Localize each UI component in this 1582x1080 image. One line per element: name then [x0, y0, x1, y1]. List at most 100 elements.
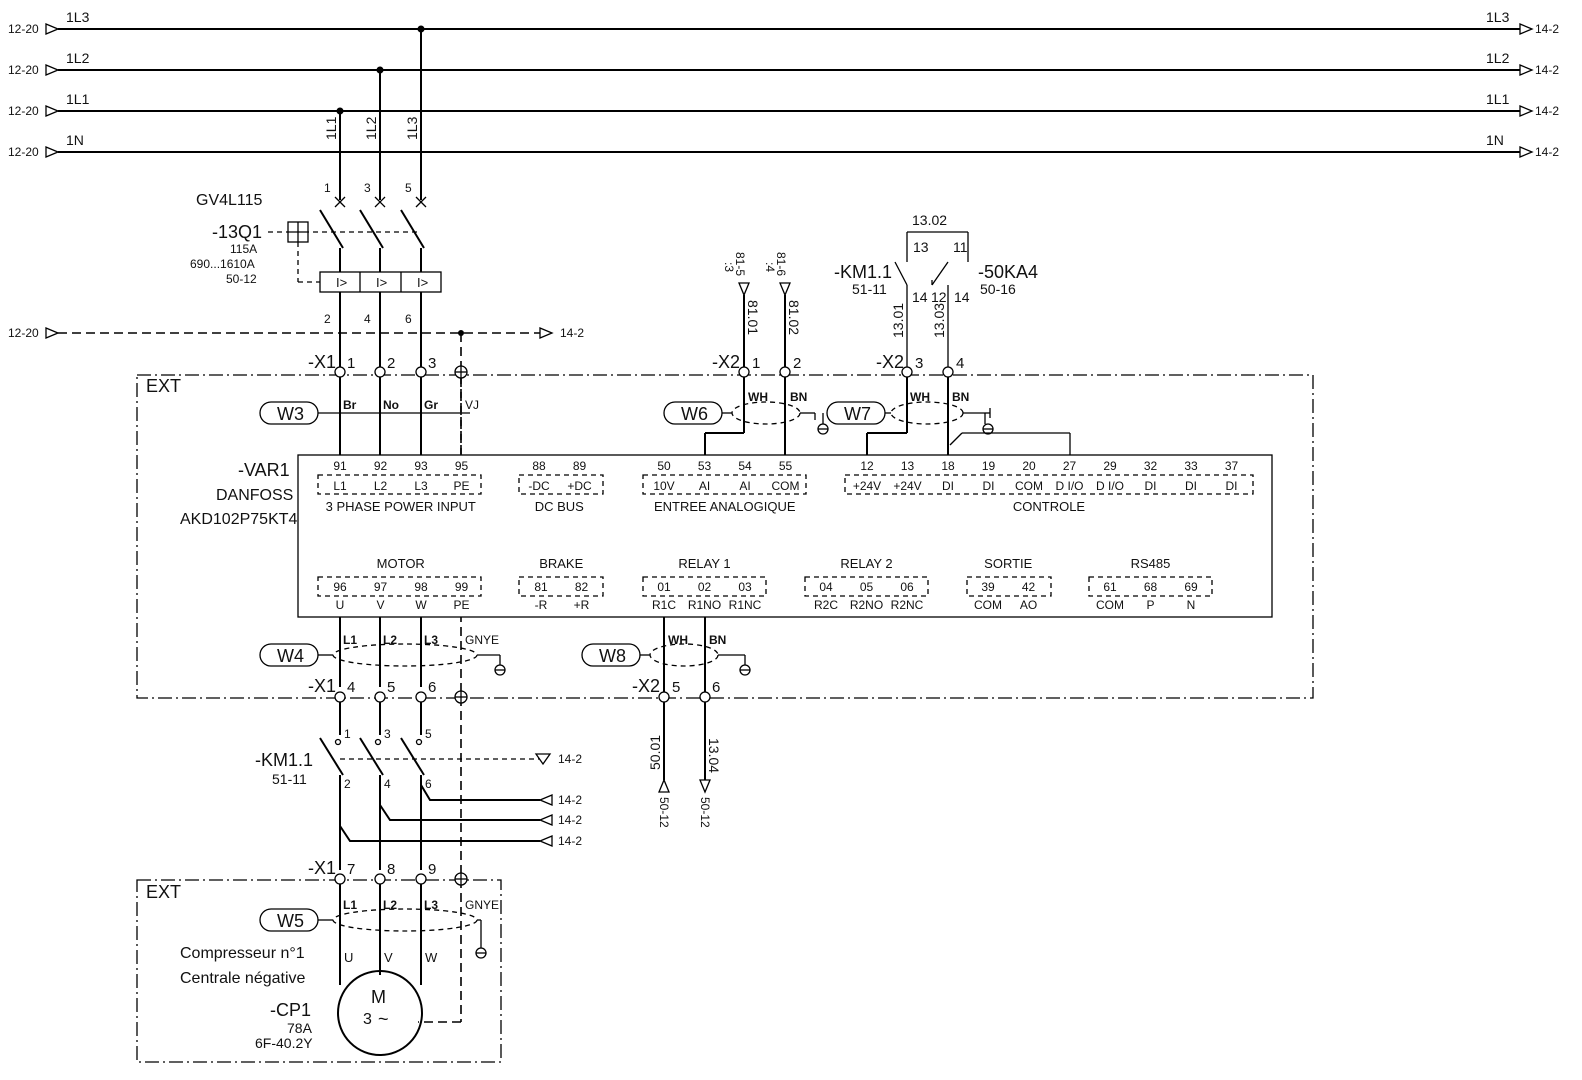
busbar-1L2: 12-20 1L2 1L2 14-2 — [8, 50, 1559, 77]
svg-text:1L1: 1L1 — [66, 91, 90, 107]
vfd-terminal-number: 99 — [455, 580, 469, 594]
svg-text:L1: L1 — [343, 898, 357, 912]
vfd-terminal-number: 33 — [1184, 459, 1198, 473]
svg-text:2: 2 — [344, 777, 351, 791]
vfd-terminal-number: 96 — [333, 580, 347, 594]
vfd-terminal-name: +DC — [567, 479, 592, 493]
vfd-terminal-number: 68 — [1144, 580, 1158, 594]
vfd-terminal-number: 02 — [698, 580, 712, 594]
control-contacts: 13.02 13 11 -KM1.1 51-11 -50KA4 50-16 14… — [834, 212, 1071, 455]
svg-text:6: 6 — [425, 777, 432, 791]
svg-text:U: U — [344, 950, 353, 965]
terminal-strip-x1-top: -X1 1 2 3 — [308, 352, 468, 455]
svg-text:-KM1.1: -KM1.1 — [255, 750, 313, 770]
vfd-group-label: 3 PHASE POWER INPUT — [326, 499, 476, 514]
vfd-terminal-number: 12 — [860, 459, 874, 473]
vfd-terminal-number: 19 — [982, 459, 996, 473]
vfd-terminal-name: L1 — [333, 479, 347, 493]
vfd-terminal-name: D I/O — [1055, 479, 1083, 493]
svg-text:4: 4 — [956, 355, 964, 372]
svg-text:13.01: 13.01 — [890, 303, 906, 338]
svg-text:1: 1 — [347, 355, 355, 372]
svg-text:12-20: 12-20 — [8, 22, 39, 36]
analog-input-wiring: 81-5 :3 81-6 :4 81.01 81.02 -X2 1 2 — [704, 252, 802, 455]
svg-text:WH: WH — [668, 633, 688, 647]
svg-text:5: 5 — [405, 181, 412, 195]
svg-text::4: :4 — [763, 262, 777, 272]
svg-text:3: 3 — [428, 355, 436, 372]
svg-text:1: 1 — [324, 181, 331, 195]
vfd-terminal-number: 04 — [819, 580, 833, 594]
vfd-terminal-number: 69 — [1184, 580, 1198, 594]
vfd-terminal-number: 18 — [941, 459, 955, 473]
contactor-km1: -KM1.1 51-11 1 3 5 14-2 2 4 6 14-2 14-2 … — [255, 727, 582, 870]
vfd-terminal-number: 42 — [1022, 580, 1036, 594]
vfd-terminal-name: U — [336, 598, 345, 612]
vfd-group-label: SORTIE — [984, 556, 1032, 571]
vfd-terminal-name: R1C — [652, 598, 676, 612]
svg-text:GV4L115: GV4L115 — [196, 192, 263, 209]
vfd-terminal-name: COM — [974, 598, 1002, 612]
vfd-terminal-name: DI — [942, 479, 954, 493]
svg-text:1L1: 1L1 — [323, 116, 339, 140]
vfd-terminal-number: 39 — [981, 580, 995, 594]
svg-text:-X2: -X2 — [876, 352, 904, 372]
svg-text:1: 1 — [344, 727, 351, 741]
svg-text:5: 5 — [672, 679, 680, 696]
relay1-output: W8 WH BN -X2 5 6 50.01 13.04 50-12 50-12 — [581, 617, 751, 828]
vfd-terminal-number: 97 — [374, 580, 388, 594]
svg-text:VJ: VJ — [465, 398, 479, 412]
svg-text:115A: 115A — [230, 242, 257, 256]
vfd-terminal-number: 50 — [657, 459, 671, 473]
svg-text:9: 9 — [428, 861, 436, 878]
vfd-terminal-name: +24V — [893, 479, 921, 493]
svg-text:81-5: 81-5 — [733, 252, 747, 276]
svg-text:I>: I> — [376, 275, 387, 290]
svg-text:1N: 1N — [1486, 132, 1504, 148]
svg-text:BN: BN — [790, 390, 807, 404]
vfd-terminal-name: R2C — [814, 598, 838, 612]
svg-text:1L3: 1L3 — [1486, 9, 1510, 25]
svg-text:W5: W5 — [277, 911, 304, 931]
vfd-terminal-name: COM — [1096, 598, 1124, 612]
svg-text:4: 4 — [384, 777, 391, 791]
vfd-terminal-number: 61 — [1103, 580, 1117, 594]
svg-text:Centrale négative: Centrale négative — [180, 970, 306, 987]
svg-text:-X1: -X1 — [308, 352, 336, 372]
vfd-terminal-number: 55 — [779, 459, 793, 473]
cable-w4: W4 L1 L2 L3 GNYE — [259, 633, 506, 676]
vfd-group-label: MOTOR — [377, 556, 425, 571]
svg-text:GNYE: GNYE — [465, 633, 499, 647]
svg-text:12-20: 12-20 — [8, 63, 39, 77]
svg-text:81.01: 81.01 — [745, 300, 761, 335]
terminal-strip-x1-mid: -X1 4 5 6 — [308, 676, 468, 735]
svg-text:L3: L3 — [424, 633, 438, 647]
svg-text:I>: I> — [336, 275, 347, 290]
svg-text:5: 5 — [425, 727, 432, 741]
vfd-terminal-name: -DC — [528, 479, 550, 493]
vfd-terminal-number: 37 — [1225, 459, 1239, 473]
svg-text:3: 3 — [363, 1011, 372, 1028]
svg-text:-50KA4: -50KA4 — [978, 262, 1038, 282]
svg-text:6: 6 — [405, 312, 412, 326]
cable-w3: W3 Br No Gr VJ — [259, 398, 479, 425]
svg-text:13.02: 13.02 — [912, 212, 947, 228]
svg-text:1L1: 1L1 — [1486, 91, 1510, 107]
svg-text:50-16: 50-16 — [980, 281, 1016, 297]
vfd-terminal-name: DI — [1145, 479, 1157, 493]
svg-text:2: 2 — [324, 312, 331, 326]
svg-text:3: 3 — [384, 727, 391, 741]
svg-text:-VAR1: -VAR1 — [238, 460, 290, 480]
svg-text:DANFOSS: DANFOSS — [216, 487, 293, 504]
vfd-group-label: ENTREE ANALOGIQUE — [654, 499, 796, 514]
svg-text::3: :3 — [722, 262, 736, 272]
vfd-bottom-groups: 96U97V98W99PEMOTOR81-R82+RBRAKE01R1C02R1… — [333, 556, 1198, 612]
vfd-terminal-number: 95 — [455, 459, 469, 473]
svg-text:No: No — [383, 398, 399, 412]
vfd-terminal-number: 93 — [414, 459, 428, 473]
vfd-terminal-name: L3 — [414, 479, 428, 493]
vfd-terminal-number: 32 — [1144, 459, 1158, 473]
svg-text:~: ~ — [378, 1009, 389, 1029]
svg-text:14-2: 14-2 — [558, 752, 582, 766]
